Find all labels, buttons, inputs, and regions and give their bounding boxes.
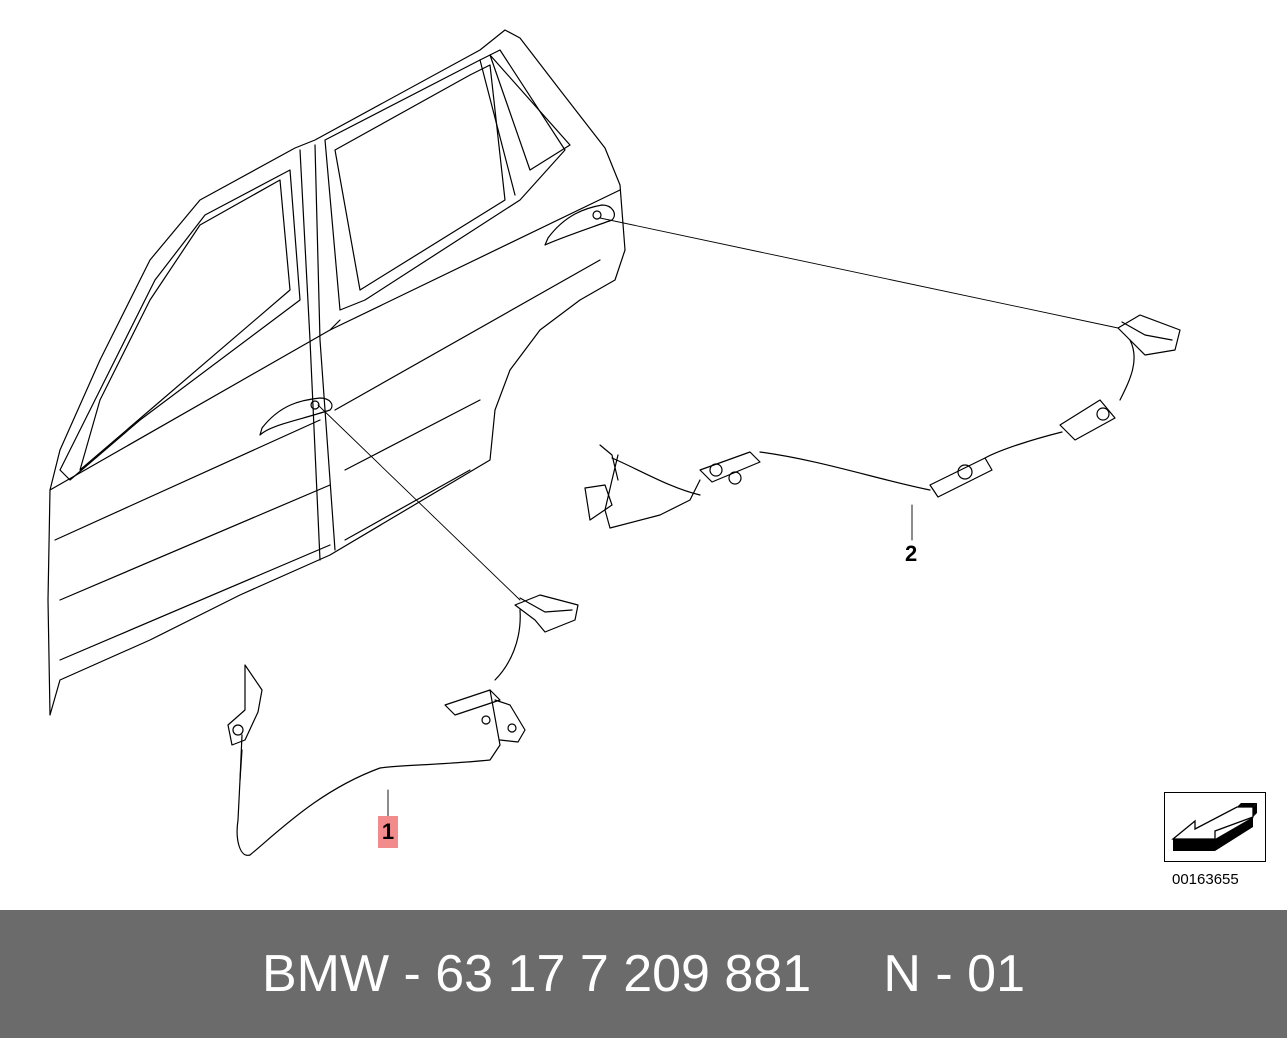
arrow-back-icon: [1171, 803, 1257, 851]
navigation-button[interactable]: [1164, 792, 1266, 862]
cable-assembly-1: [227, 594, 579, 856]
part-number-label: BMW - 63 17 7 209 881 N - 01: [261, 945, 1026, 1003]
callout-1[interactable]: 1: [378, 816, 398, 848]
leader-line-2: [599, 217, 1119, 329]
reference-number: 00163655: [1172, 871, 1239, 888]
cable-assembly-2: [584, 314, 1181, 541]
footer-bar: BMW - 63 17 7 209 881 N - 01: [0, 910, 1287, 1038]
car-doors-outline: [47, 29, 626, 716]
parts-diagram: [47, 29, 1181, 856]
leader-line-1: [317, 404, 521, 601]
callout-2: 2: [905, 541, 918, 566]
